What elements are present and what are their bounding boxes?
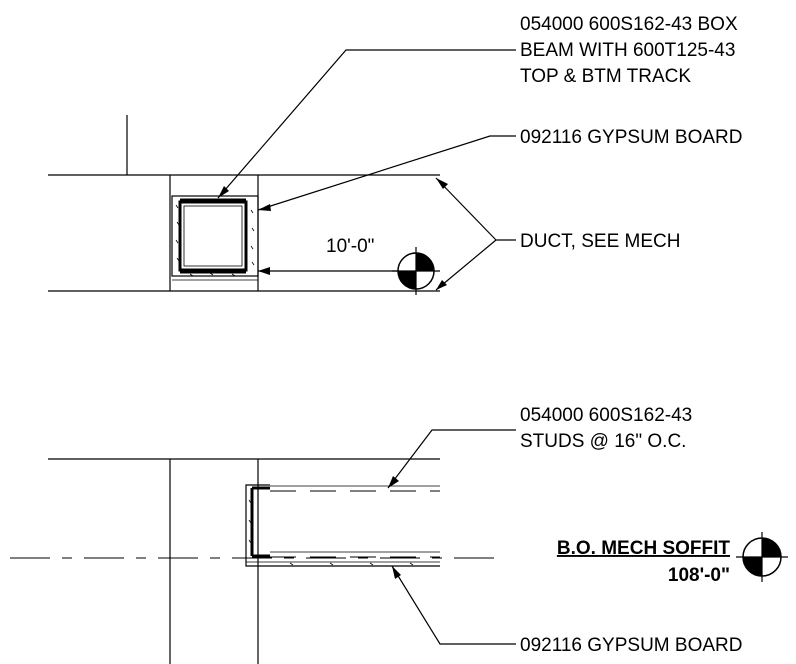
box-beam: [178, 198, 248, 274]
duct-note-leader: [435, 177, 516, 291]
studs-note-line-2: STUDS @ 16" O.C.: [520, 431, 686, 452]
soffit-frame: [245, 484, 440, 567]
soffit-elevation-label: B.O. MECH SOFFIT: [557, 538, 731, 559]
studs-note-line-1: 054000 600S162-43: [520, 405, 692, 426]
beam-note-line-1: 054000 600S162-43 BOX: [520, 14, 738, 35]
elevation-marker-icon: [392, 247, 440, 295]
elevation-leader: [258, 267, 416, 275]
gypsum-note-leader: [257, 135, 516, 211]
elevation-text: 10'-0": [326, 236, 374, 257]
beam-note-leader: [217, 49, 516, 199]
beam-note-line-3: TOP & BTM TRACK: [520, 66, 691, 87]
soffit-elevation-marker-icon: [736, 532, 788, 582]
gypsum-note-bottom: 092116 GYPSUM BOARD: [520, 635, 742, 656]
gypsum-bottom-leader: [391, 565, 516, 645]
top-section-detail: 054000 600S162-43 BOX BEAM WITH 600T125-…: [48, 14, 742, 295]
duct-note: DUCT, SEE MECH: [520, 231, 680, 252]
soffit-elevation-value: 108'-0": [668, 565, 730, 586]
studs-note-leader: [387, 429, 516, 489]
gypsum-note-top: 092116 GYPSUM BOARD: [520, 127, 742, 148]
beam-note-line-2: BEAM WITH 600T125-43: [520, 40, 735, 61]
bottom-section-detail: 054000 600S162-43 STUDS @ 16" O.C. B.O. …: [10, 405, 788, 664]
